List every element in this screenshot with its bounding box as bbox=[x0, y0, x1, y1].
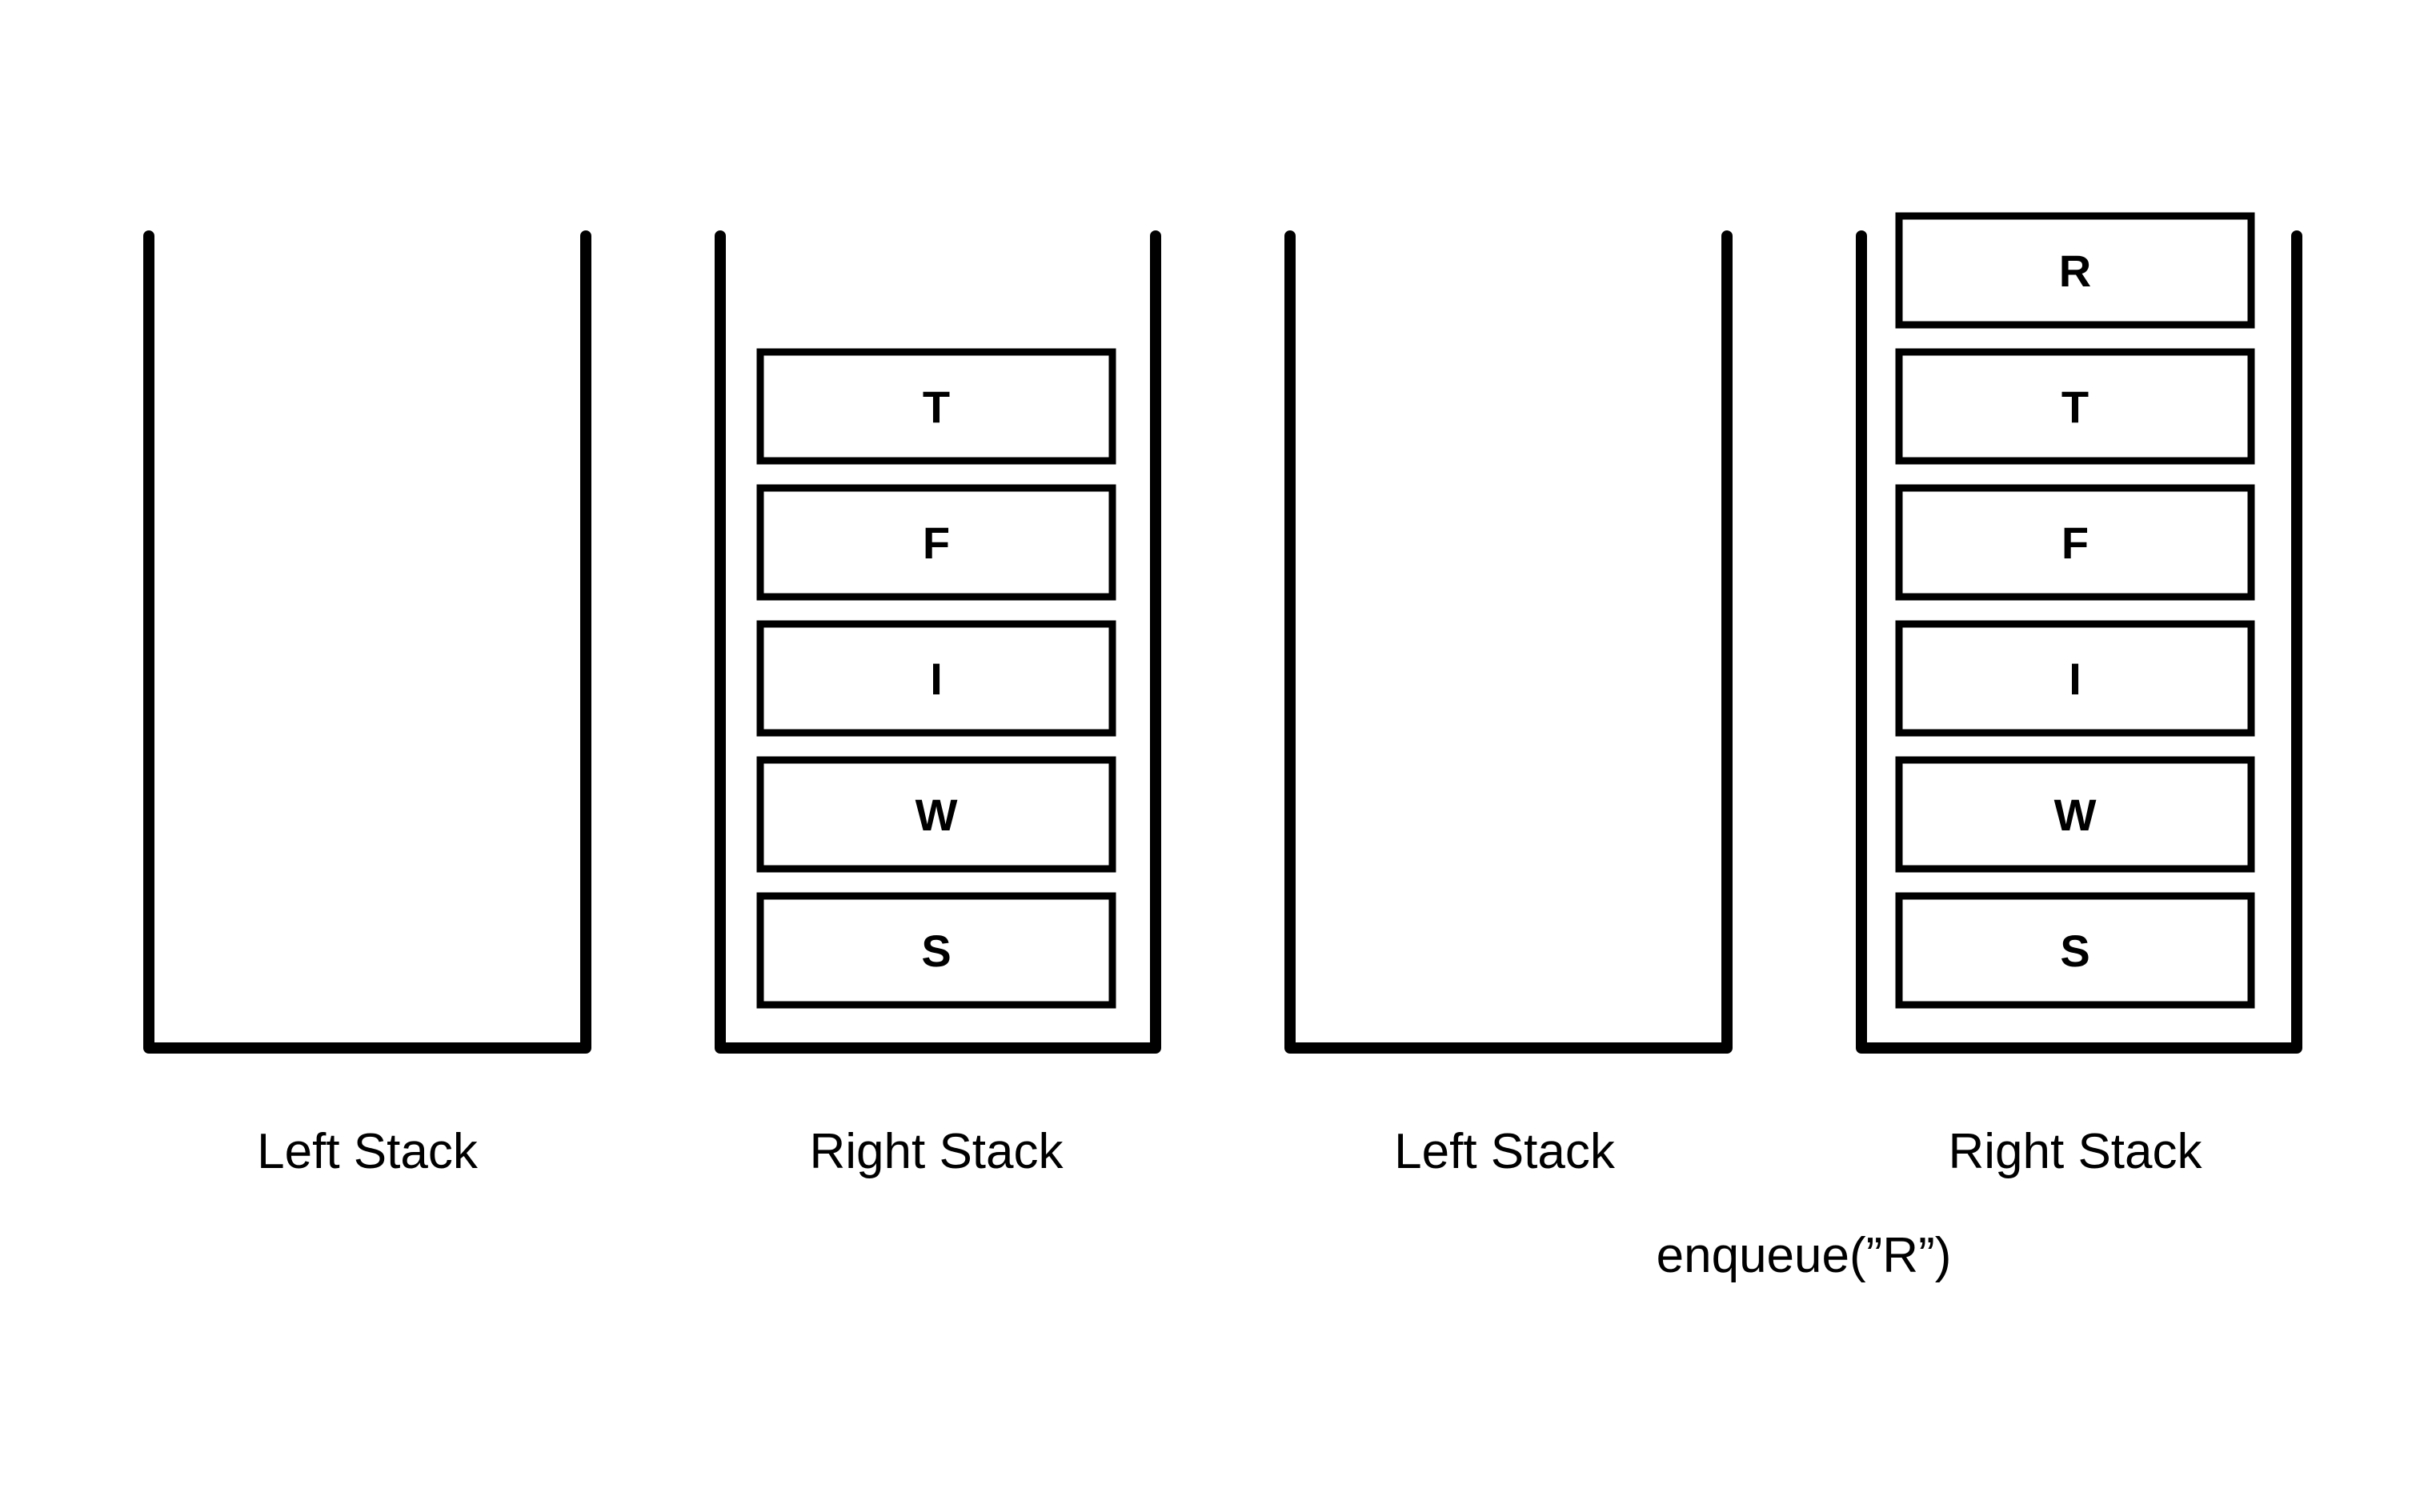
stack-item-box bbox=[756, 892, 1116, 1009]
stack-item-label: S bbox=[2060, 926, 2089, 976]
stack-container bbox=[1856, 230, 2302, 1054]
left-stack-label: Left Stack bbox=[257, 1124, 479, 1179]
stack-container bbox=[143, 230, 591, 1054]
stack-item-box bbox=[1895, 484, 2255, 601]
stack-item-label: F bbox=[2061, 518, 2089, 568]
stack-item: W bbox=[1895, 756, 2255, 873]
operation-caption: enqueue(”R”) bbox=[1657, 1228, 1952, 1283]
stack-item: S bbox=[756, 892, 1116, 1009]
stack-item: F bbox=[756, 484, 1116, 601]
stack-container bbox=[715, 230, 1161, 1054]
panel-2-left-stack: Left Stack bbox=[1284, 230, 1733, 1179]
left-stack-label: Left Stack bbox=[1394, 1124, 1616, 1179]
stack-item: R bbox=[1895, 212, 2255, 329]
stack-item-label: T bbox=[2061, 382, 2089, 432]
panel-2-right-stack: R T F I W S Right Stack bbox=[1856, 212, 2302, 1179]
panel-1-right-stack: T F I W S Right Stack bbox=[715, 230, 1161, 1179]
stack-item-box bbox=[1895, 348, 2255, 465]
stack-item: W bbox=[756, 756, 1116, 873]
stack-item-label: I bbox=[930, 654, 943, 704]
stack-item: F bbox=[1895, 484, 2255, 601]
stack-item-label: S bbox=[921, 926, 951, 976]
stack-item-label: F bbox=[923, 518, 950, 568]
right-stack-label: Right Stack bbox=[809, 1124, 1064, 1179]
stack-item-label: W bbox=[916, 790, 958, 840]
right-stack-label: Right Stack bbox=[1948, 1124, 2202, 1179]
stack-item-box bbox=[756, 620, 1116, 737]
stack-item: T bbox=[756, 348, 1116, 465]
stack-item-label: I bbox=[2069, 654, 2081, 704]
stack-item: S bbox=[1895, 892, 2255, 1009]
stack-item-label: R bbox=[2059, 246, 2091, 296]
stack-item-box bbox=[1895, 212, 2255, 329]
stack-item-box bbox=[1895, 620, 2255, 737]
panel-1-left-stack: Left Stack bbox=[143, 230, 591, 1179]
stack-item-label: W bbox=[2054, 790, 2097, 840]
stack-item: T bbox=[1895, 348, 2255, 465]
stack-item-box bbox=[1895, 892, 2255, 1009]
stack-item-box bbox=[756, 484, 1116, 601]
stack-item-box bbox=[756, 348, 1116, 465]
stack-item-box bbox=[756, 756, 1116, 873]
stack-item: I bbox=[756, 620, 1116, 737]
stack-item-box bbox=[1895, 756, 2255, 873]
stack-item: I bbox=[1895, 620, 2255, 737]
stack-item-label: T bbox=[923, 382, 950, 432]
stack-container bbox=[1284, 230, 1733, 1054]
